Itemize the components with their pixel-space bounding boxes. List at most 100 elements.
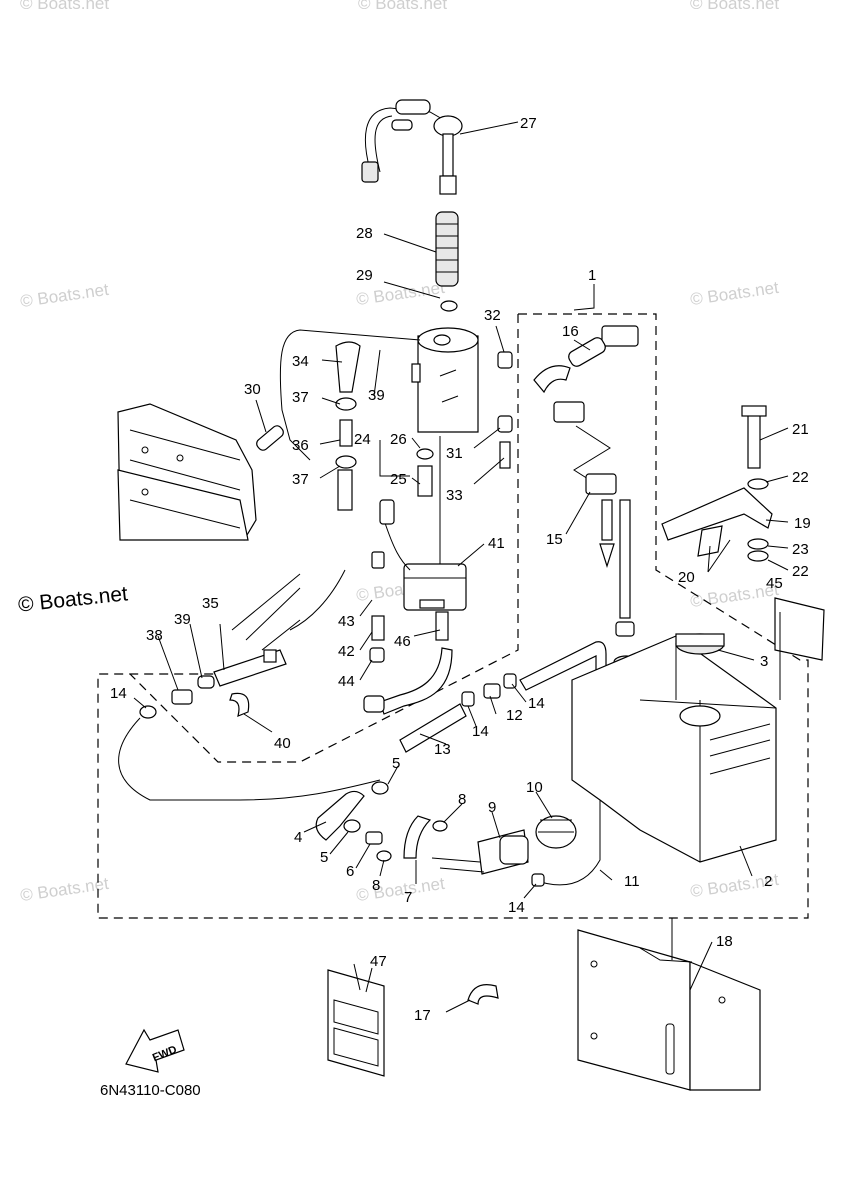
callout: 8 [458, 791, 466, 808]
clip-26 [416, 448, 434, 460]
hose-4 [315, 790, 365, 841]
label-sheet-47 [327, 969, 385, 1077]
callout: 45 [766, 575, 783, 592]
callout: 44 [338, 673, 355, 690]
callout: 7 [404, 889, 412, 906]
callout: 43 [338, 613, 355, 630]
fitting [339, 419, 353, 447]
fuel-pump-module [379, 499, 467, 641]
callout: 24 [354, 431, 371, 448]
callout: 37 [292, 389, 309, 406]
clip-14 [461, 691, 475, 707]
callout: 42 [338, 643, 355, 660]
hose-elbow [335, 341, 361, 393]
callout: 23 [792, 541, 809, 558]
vapor-separator [411, 327, 479, 433]
watermark: © Boats.net [358, 0, 448, 13]
assembly-boundary [97, 313, 809, 919]
callout: 5 [320, 849, 328, 866]
cap-32 [497, 351, 513, 369]
callout: 4 [294, 829, 302, 846]
bracket-lines [231, 573, 301, 651]
callout: 28 [356, 225, 373, 242]
fuel-line [118, 717, 381, 801]
callout: 13 [434, 741, 451, 758]
callout: 18 [716, 933, 733, 950]
callout: 1 [588, 267, 596, 284]
callout: 47 [370, 953, 387, 970]
callout: 5 [392, 755, 400, 772]
callout: 14 [110, 685, 127, 702]
clip [335, 455, 357, 469]
callout: 41 [488, 535, 505, 552]
fwd-arrow-icon [125, 1028, 185, 1073]
label-45 [774, 597, 825, 661]
watermark: © Boats.net [20, 0, 110, 13]
clip-39 [197, 675, 215, 689]
callout: 11 [624, 873, 640, 890]
callout: 17 [414, 1007, 431, 1024]
o-ring [440, 300, 458, 312]
callout: 20 [678, 569, 695, 586]
callout: 31 [446, 445, 463, 462]
callout: 2 [764, 873, 772, 890]
callout: 40 [274, 735, 291, 752]
callout: 34 [292, 353, 309, 370]
hose-25 [417, 465, 433, 497]
hose [289, 569, 346, 631]
clamp-17 [467, 984, 499, 1005]
filter-cup-10 [535, 815, 577, 849]
callout: 39 [368, 387, 385, 404]
leader-lines [133, 121, 789, 1013]
callout: 14 [528, 695, 545, 712]
fitting-12 [483, 683, 501, 699]
callout: 9 [488, 799, 496, 816]
callout: 30 [244, 381, 261, 398]
fuel-tank [571, 633, 777, 863]
tank-mount-bracket [577, 929, 761, 1091]
nut-44 [369, 647, 385, 663]
callout: 33 [446, 487, 463, 504]
callout: 14 [508, 899, 525, 916]
fuel-filter [435, 211, 459, 287]
callout: 19 [794, 515, 811, 532]
cap-31 [497, 415, 513, 433]
callout: 15 [546, 531, 563, 548]
callout: 22 [792, 469, 809, 486]
callout: 38 [146, 627, 163, 644]
bolt-33 [499, 441, 511, 469]
clip-14 [531, 873, 545, 887]
callout: 10 [526, 779, 543, 796]
callout: 16 [562, 323, 579, 340]
callout: 39 [174, 611, 191, 628]
connector [363, 695, 385, 713]
hose [279, 329, 421, 461]
callout-labels: 27 28 29 1 16 32 34 37 30 39 36 37 24 26… [110, 115, 811, 1024]
clip-40 [229, 692, 250, 717]
clip-14 [503, 673, 517, 689]
clip-5 [371, 781, 389, 795]
hose-lower [379, 647, 453, 715]
callout: 21 [792, 421, 809, 438]
callout: 8 [372, 877, 380, 894]
callout: 29 [356, 267, 373, 284]
clip-8 [376, 850, 392, 862]
hose-7 [403, 815, 432, 859]
wire-harness [361, 99, 463, 195]
clip-14 [139, 705, 157, 719]
callout: 12 [506, 707, 523, 724]
clip-8 [432, 820, 448, 832]
callout: 37 [292, 471, 309, 488]
callout: 36 [292, 437, 309, 454]
grommet-43 [371, 551, 385, 569]
fitting-38 [171, 689, 193, 705]
callout: 25 [390, 471, 407, 488]
callout: 22 [792, 563, 809, 580]
hose-13 [399, 703, 467, 753]
bolt-42 [371, 615, 385, 641]
callout: 32 [484, 307, 501, 324]
sensor-assembly [533, 325, 639, 669]
callout: 46 [394, 633, 411, 650]
hose-short [337, 469, 353, 511]
